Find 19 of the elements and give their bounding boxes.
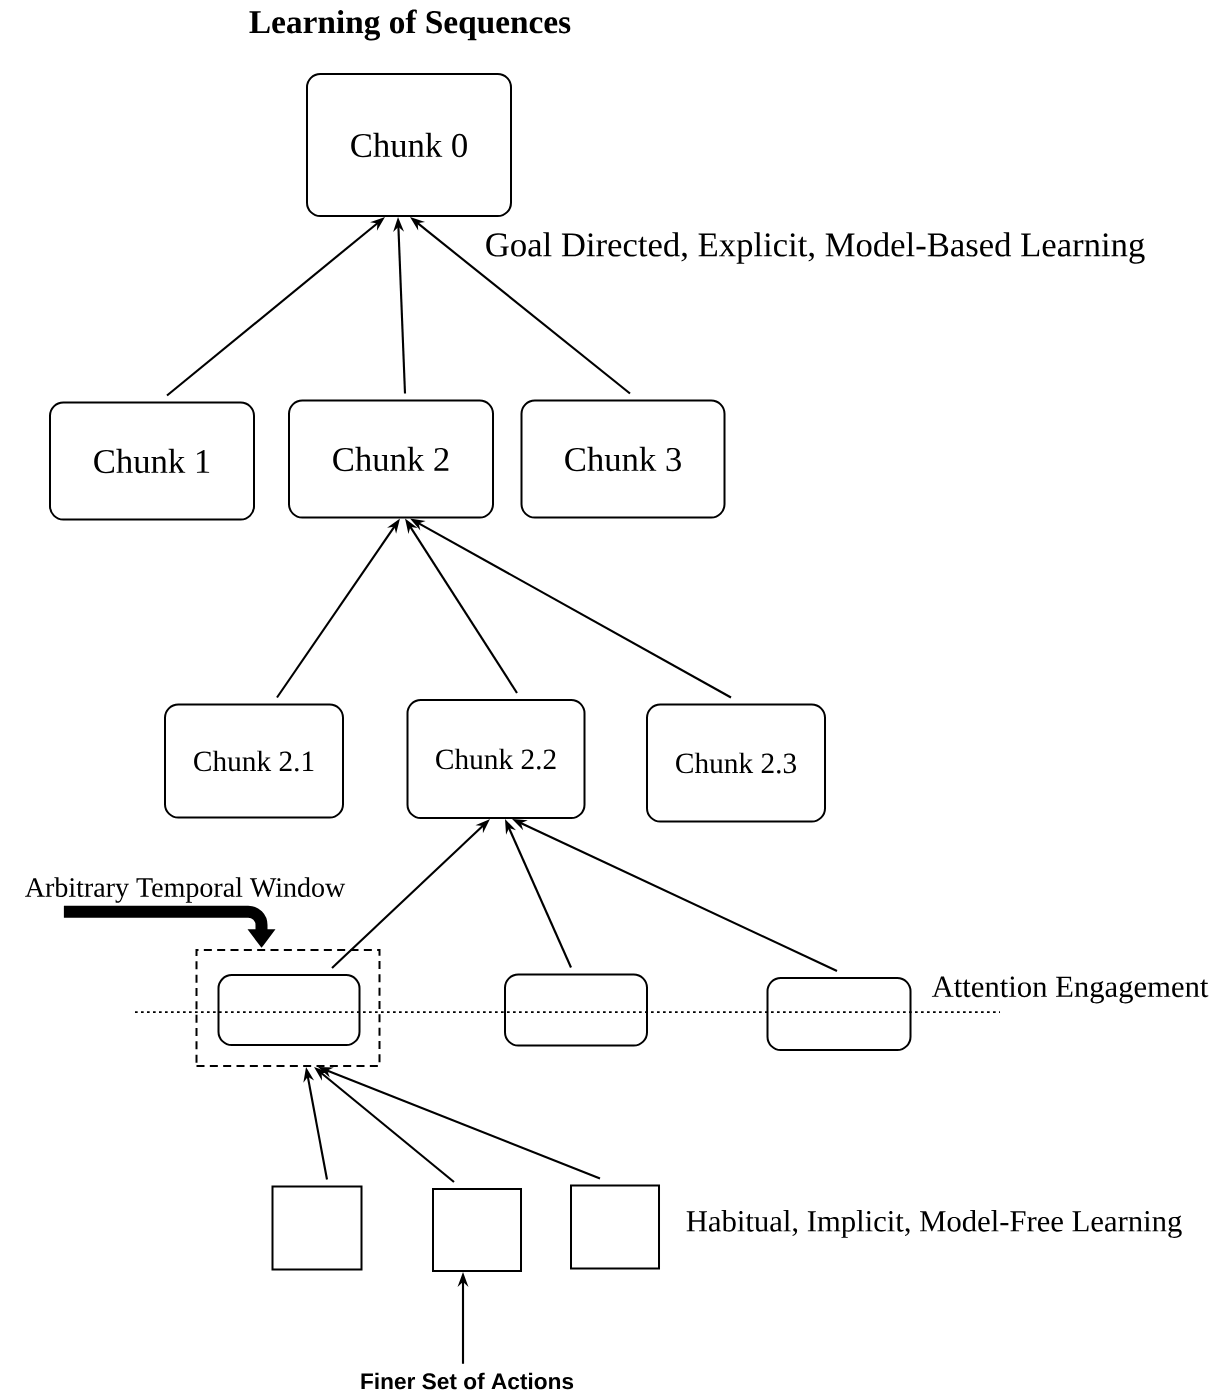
rounded-box: Chunk 2.2 [406,699,586,819]
square-box [271,1185,363,1271]
annotation-text: Finer Set of Actions [361,1372,574,1390]
rounded-box: Chunk 3 [520,399,726,519]
rounded-box [504,973,648,1047]
rounded-box: Chunk 2.1 [164,703,344,819]
rounded-box: Chunk 0 [306,73,512,217]
rounded-box: Chunk 1 [49,401,255,521]
annotation-text: Habitual, Implicit, Model-Free Learning [686,1210,1182,1238]
square-box [432,1188,522,1272]
square-box [570,1184,660,1270]
rounded-box [766,977,912,1051]
annotation-text: Goal Directed, Explicit, Model-Based Learning [486,232,1145,264]
rounded-box: Chunk 2.3 [646,703,826,823]
dashed-window-box [195,949,381,1067]
title: Learning of Sequences [249,9,571,41]
rounded-box: Chunk 2 [288,399,494,519]
annotation-text: Arbitrary Temporal Window [25,877,346,903]
rounded-box [217,974,361,1046]
